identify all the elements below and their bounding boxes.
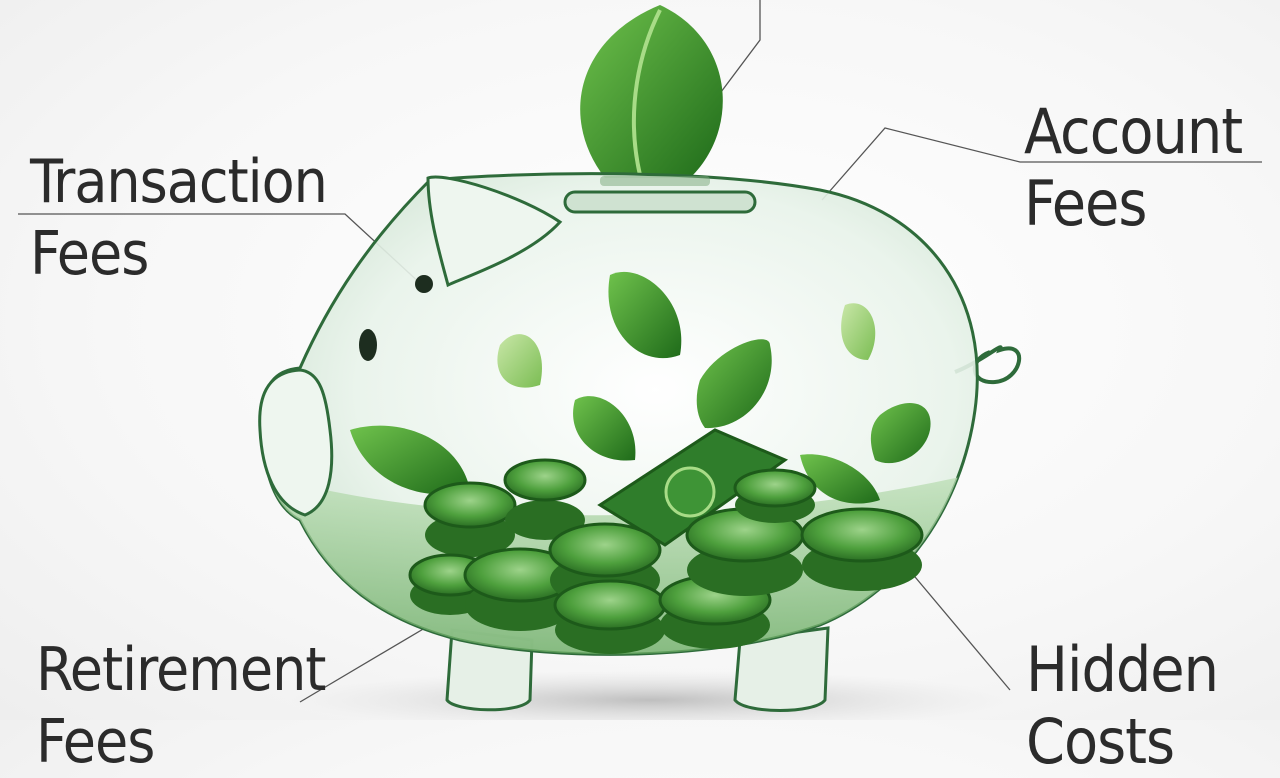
leaf-icon	[350, 425, 470, 495]
label-account-line2: Fees	[1024, 167, 1147, 240]
coin-icon	[423, 481, 517, 557]
coin-icon	[463, 547, 577, 631]
leaf-icon	[696, 339, 772, 429]
banknote-icon	[597, 428, 789, 547]
label-retirement-line2: Fees	[36, 707, 155, 777]
label-transaction-fees: Transaction Fees	[30, 146, 328, 290]
floating-leaves	[350, 271, 931, 504]
piggy-snout	[258, 368, 334, 517]
label-account-line1: Account	[1024, 95, 1243, 168]
coin-icon	[733, 468, 817, 523]
leader-line-hidden	[904, 564, 1011, 691]
label-retirement-line1: Retirement	[36, 635, 326, 705]
coin-icon	[503, 458, 587, 540]
coin-slot	[563, 190, 757, 214]
label-hidden-costs: Hidden Costs	[1026, 633, 1219, 778]
piggy-bank-illustration	[18, 0, 1262, 720]
piggy-ear	[426, 175, 563, 288]
leaf-icon	[573, 396, 636, 461]
coin-icon	[553, 579, 667, 654]
piggy-nostril	[415, 275, 433, 293]
leaf-icon	[608, 271, 682, 359]
floor-shadow	[290, 670, 1010, 720]
label-retirement-fees: Retirement Fees	[36, 634, 326, 778]
leaf-icon	[497, 334, 542, 388]
label-transaction-line2: Fees	[30, 219, 149, 289]
piggy-eye	[359, 329, 377, 361]
top-leaf-icon	[580, 5, 723, 178]
leaf-icon	[870, 403, 931, 464]
label-hidden-line1: Hidden	[1026, 633, 1219, 706]
leaf-icon	[841, 303, 876, 360]
coin-stack	[408, 458, 924, 654]
label-account-fees: Account Fees	[1024, 95, 1243, 240]
leader-line-account	[821, 127, 1262, 201]
label-transaction-line1: Transaction	[30, 147, 328, 217]
leaf-icon	[800, 454, 880, 504]
label-hidden-line2: Costs	[1026, 705, 1175, 778]
leader-line-retirement	[299, 624, 431, 703]
coin-icon	[800, 507, 924, 591]
